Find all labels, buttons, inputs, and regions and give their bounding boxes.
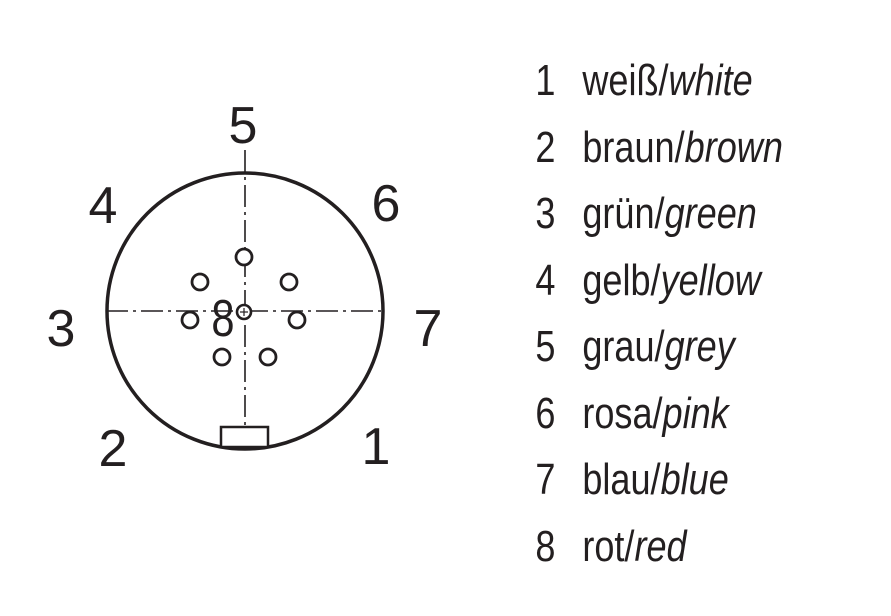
legend-pin-number: 2 <box>535 122 556 172</box>
legend-row: 6 rosa/pink <box>520 381 819 448</box>
legend-pin-number: 5 <box>535 322 556 371</box>
legend-color-de: weiß/ <box>582 56 669 105</box>
pin-label-1: 1 <box>362 418 391 476</box>
legend-pin-number: 1 <box>535 56 556 105</box>
pin-label-3: 3 <box>47 300 76 358</box>
legend-color-de: rot/ <box>582 521 635 571</box>
legend-row: 1 weiß/white <box>520 48 819 115</box>
pin-contact-1 <box>258 347 278 367</box>
legend-color-en: red <box>634 521 687 571</box>
legend-pin-number: 8 <box>535 521 556 571</box>
legend-color-en: pink <box>662 388 729 438</box>
legend-row: 5 grau/grey <box>520 314 819 381</box>
connector-pinout-diagram: 8 5 4 6 3 7 2 1 <box>47 97 443 478</box>
legend-color-en: white <box>668 56 753 105</box>
wire-color-legend: 1 weiß/white 2 braun/brown 3 grün/green 4 ge… <box>520 48 819 580</box>
legend-color-de: grau/ <box>582 322 665 371</box>
legend-color-en: blue <box>660 455 729 504</box>
pin-contact-3 <box>180 310 200 330</box>
legend-pin-number: 7 <box>535 455 556 504</box>
pin-label-6: 6 <box>372 175 401 233</box>
legend-row: 3 grün/green <box>520 181 819 248</box>
pin-contact-4 <box>190 272 210 292</box>
pin-label-5: 5 <box>229 97 258 155</box>
pin-contact-7 <box>287 310 307 330</box>
legend-pin-number: 4 <box>535 255 556 305</box>
legend-color-en: grey <box>664 322 735 371</box>
legend-color-en: green <box>664 189 757 238</box>
legend-pin-number: 6 <box>535 388 556 438</box>
pin-label-7: 7 <box>414 300 443 358</box>
legend-row: 7 blau/blue <box>520 447 819 514</box>
pin-contact-2 <box>212 347 232 367</box>
legend-color-en: brown <box>684 122 783 172</box>
pin-label-2: 2 <box>99 420 128 478</box>
pin-contact-5 <box>234 247 254 267</box>
legend-color-de: grün/ <box>582 189 665 238</box>
legend-color-en: yellow <box>660 255 761 305</box>
legend-color-de: rosa/ <box>582 388 663 438</box>
legend-color-de: gelb/ <box>582 255 661 305</box>
legend-color-de: braun/ <box>582 122 685 172</box>
coding-key <box>219 425 270 449</box>
legend-pin-number: 3 <box>535 189 556 238</box>
center-pin-label: 8 <box>211 289 234 348</box>
legend-color-de: blau/ <box>582 455 661 504</box>
pin-contact-6 <box>279 272 299 292</box>
pin-label-4: 4 <box>89 177 118 235</box>
legend-row: 8 rot/red <box>520 514 819 581</box>
legend-row: 2 braun/brown <box>520 115 819 182</box>
legend-row: 4 gelb/yellow <box>520 248 819 315</box>
